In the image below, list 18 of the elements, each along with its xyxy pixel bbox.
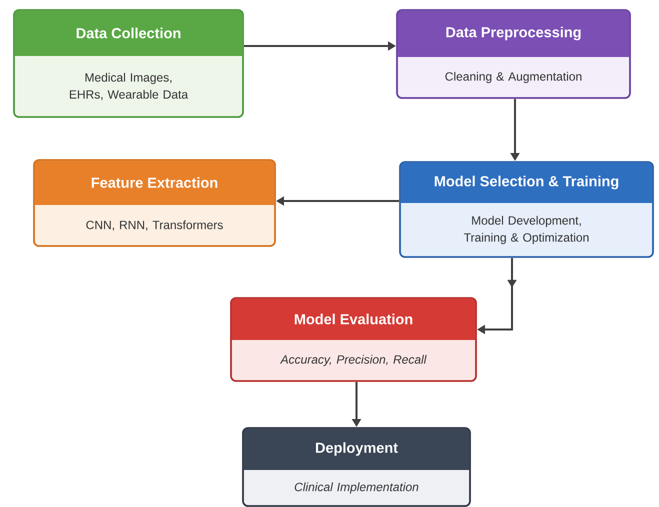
- box-description: Clinical Implementation: [294, 482, 418, 494]
- box-description: Cleaning & Augmentation: [445, 72, 582, 84]
- box-description: CNN, RNN, Transformers: [86, 220, 223, 231]
- process-box: [33, 159, 276, 247]
- process-box: [13, 9, 244, 118]
- box-title: Model Selection & Training: [434, 176, 618, 190]
- box-title: Feature Extraction: [92, 177, 218, 188]
- box-title: Data Preprocessing: [446, 26, 581, 40]
- process-box: [242, 427, 471, 507]
- process-box: [230, 297, 477, 382]
- box-title: Deployment: [316, 442, 398, 456]
- box-description: Accuracy, Precision, Recall: [280, 354, 427, 366]
- process-box: [399, 161, 654, 258]
- box-title: Model Evaluation: [294, 314, 412, 324]
- process-box: [396, 9, 631, 99]
- box-description: Medical Images, EHRs, Wearable Data: [70, 72, 188, 100]
- box-title: Data Collection: [76, 28, 180, 38]
- box-description: Model Development, Training & Optimization: [464, 216, 588, 244]
